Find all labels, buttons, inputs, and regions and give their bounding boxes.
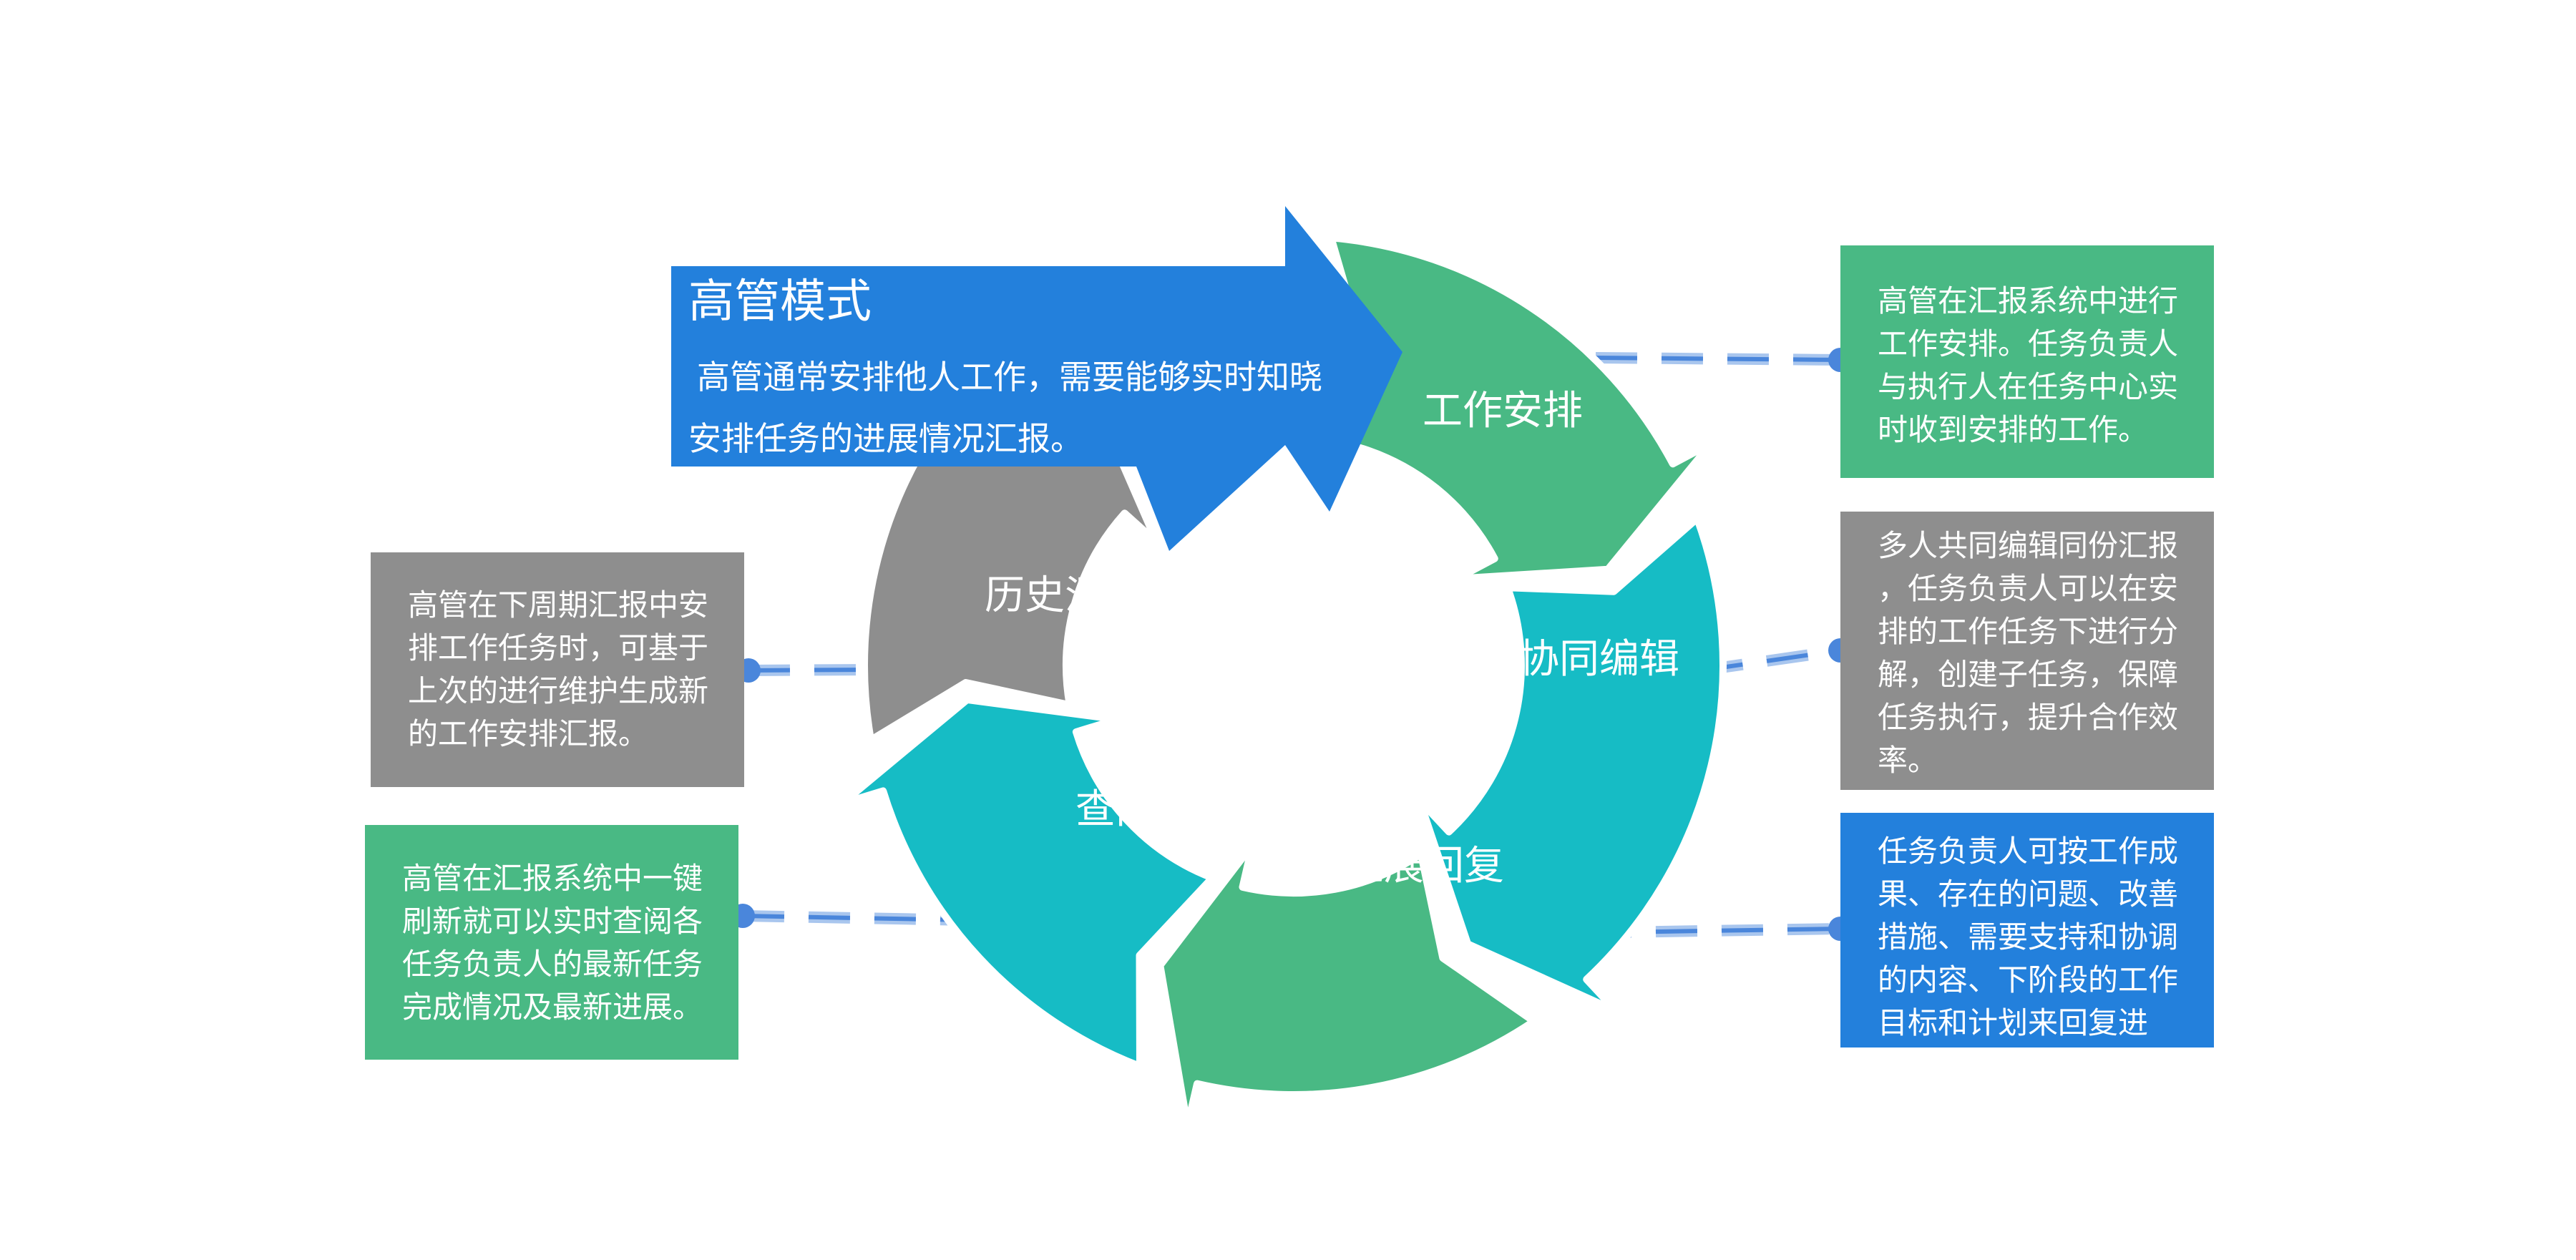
box-line: 目标和计划来回复进展。 [1878,1005,2149,1083]
cycle-step-label: 历史汇报 [985,572,1145,619]
cycle-step-label: 进展回复 [1344,843,1504,889]
description-box-history-report: 高管在下周期汇报中安 排工作任务时，可基于 上次的进行维护生成新 的工作安排汇报… [371,552,744,787]
box-line: 高管在汇报系统中进行 [1878,283,2179,318]
box-line: 率。 [1878,743,1938,778]
box-line: 的工作安排汇报。 [408,716,649,751]
segment-collaborative-editing [1415,514,1727,1015]
description-box-work-arrangement: 高管在汇报系统中进行 工作安排。任务负责人 与执行人在任务中心实 时收到安排的工… [1840,245,2214,478]
box-line: 时收到安排的工作。 [1878,412,2149,447]
box-line: 高管在汇报系统中一键 [402,861,703,896]
connector-r1 [1595,348,1853,372]
box-line: 排工作任务时，可基于 [408,630,709,665]
box-line: 解，创建子任务，保障 [1878,657,2179,692]
header-body: 高管通常安排他人工作，需要能够实时知晓 安排任务的进展情况汇报。 [688,346,1347,469]
box-line: 措施、需要支持和协调 [1878,919,2179,954]
box-line: 高管在下周期汇报中安 [408,587,709,622]
box-line: 完成情况及最新进展。 [402,990,703,1025]
cycle-step-label: 协同编辑 [1519,636,1679,683]
cycle-arrows [838,234,1727,1130]
segment-work-arrangement [1309,234,1714,582]
segment-progress-reply [1156,841,1538,1130]
box-line: 上次的进行维护生成新 [408,673,709,708]
box-line: 果、存在的问题、改善 [1878,876,2179,912]
box-line: 与执行人在任务中心实 [1878,369,2179,404]
box-line: 工作安排。任务负责人 [1878,326,2179,361]
box-line: 任务负责人的最新任务 [402,947,703,982]
segment-view-progress [838,695,1216,1070]
cycle-step-label: 查阅进展 [1075,786,1236,833]
header-arrow [671,206,1402,551]
box-line: 任务负责人可按工作成 [1878,834,2179,869]
description-box-progress-reply: 任务负责人可按工作成 果、存在的问题、改善 措施、需要支持和协调 的内容、下阶段… [1840,813,2214,1083]
header-body-line: 安排任务的进展情况汇报。 [688,419,1083,458]
header-title: 高管模式 [688,275,872,328]
box-line: 任务执行，提升合作效 [1878,700,2179,735]
box-line: 多人共同编辑同份汇报 [1878,528,2179,563]
box-line: 的内容、下阶段的工作 [1878,962,2179,997]
description-box-view-progress: 高管在汇报系统中一键 刷新就可以实时查阅各 任务负责人的最新任务 完成情况及最新… [365,825,738,1060]
header-body-line: 高管通常安排他人工作，需要能够实时知晓 [697,358,1322,396]
box-line: ，任务负责人可以在安 [1878,571,2179,606]
box-line: 排的工作任务下进行分 [1878,614,2179,649]
box-line: 刷新就可以实时查阅各 [402,904,703,939]
cycle-step-label: 工作安排 [1423,388,1583,434]
description-box-collaborative-editing: 多人共同编辑同份汇报 ，任务负责人可以在安 排的工作任务下进行分 解，创建子任务… [1840,512,2214,790]
